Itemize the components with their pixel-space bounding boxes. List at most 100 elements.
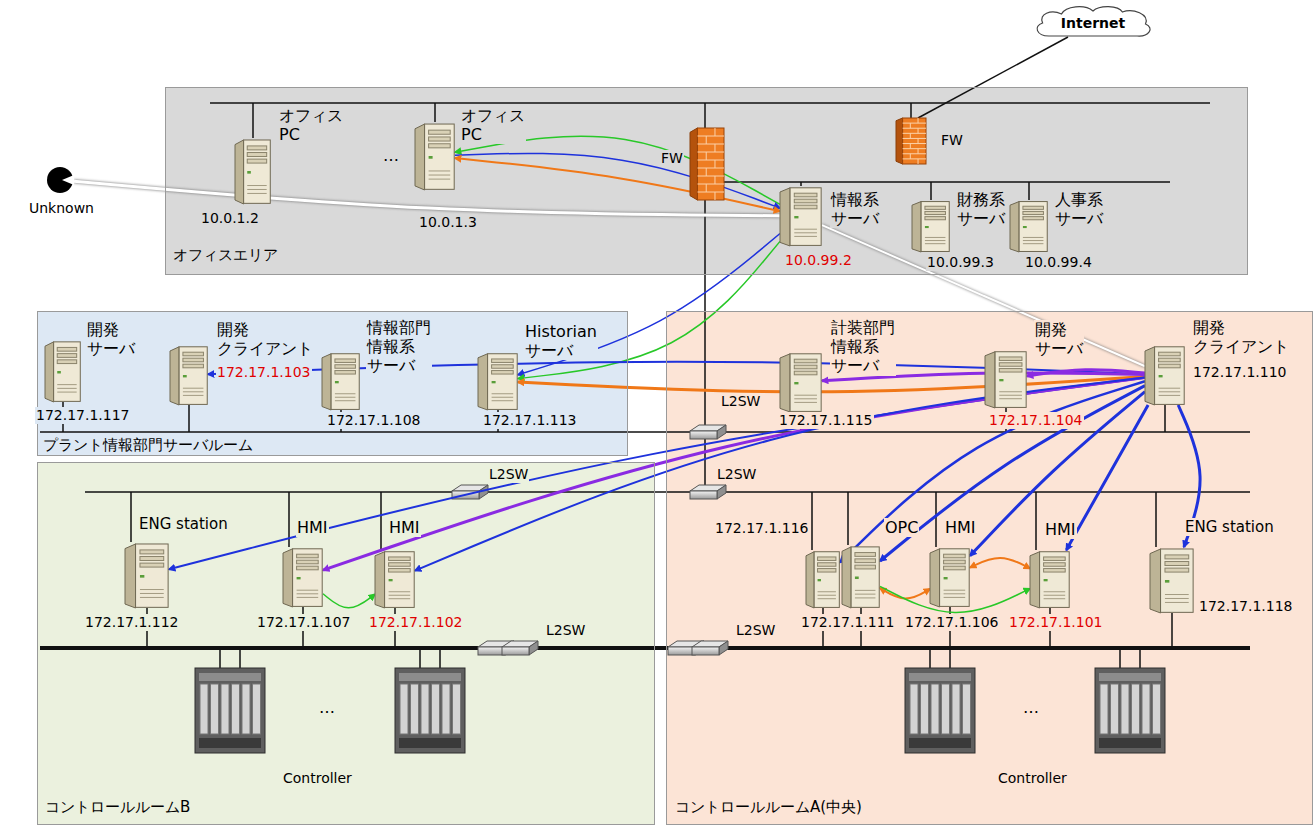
server-front — [54, 342, 81, 402]
text-slot: 開発 クライアント — [1192, 318, 1290, 356]
host-notch — [62, 175, 74, 185]
server-front — [385, 552, 415, 608]
server-side — [235, 140, 244, 204]
server-bay — [389, 557, 411, 560]
text-slot: ENG station — [1184, 518, 1275, 536]
server-vent — [944, 593, 966, 594]
server-side — [45, 342, 54, 402]
text-slot: L2SW — [488, 466, 529, 483]
server-vent — [297, 593, 319, 594]
server-vent — [1165, 602, 1189, 603]
server-bay — [389, 569, 411, 572]
unknown-host: Unknown — [46, 166, 74, 194]
server-side — [842, 547, 851, 608]
server-vent — [1159, 395, 1181, 396]
brick-line — [697, 144, 724, 145]
server-bay — [944, 560, 966, 564]
brick-line — [903, 138, 926, 139]
server-front — [940, 549, 970, 607]
brick-line — [714, 160, 715, 168]
brick-line — [714, 128, 715, 136]
firewall: FW — [690, 128, 724, 200]
server-side — [1150, 549, 1161, 613]
ip-address: 10.0.1.3 — [418, 214, 478, 231]
server-bay — [818, 557, 836, 560]
server-bay — [1044, 557, 1066, 560]
server-vent — [925, 237, 946, 238]
server-icon — [1010, 200, 1048, 252]
network-wire — [147, 607, 1172, 648]
server-vent — [140, 593, 164, 594]
server-node: 人事系 サーバ10.0.99.4 — [1010, 200, 1048, 252]
server-side — [912, 202, 921, 252]
server-vent — [794, 236, 817, 237]
text-slot: コントロールルームA(中央) — [674, 798, 863, 816]
switch-label: L2SW — [545, 622, 586, 639]
server-bay — [999, 357, 1022, 360]
server-icon — [806, 550, 840, 608]
node-label: ENG station — [1184, 518, 1275, 536]
server-bay — [183, 364, 204, 368]
server-front — [995, 352, 1026, 408]
server-bay — [57, 354, 76, 358]
controller-group — [195, 668, 1165, 753]
server-bay — [794, 365, 817, 369]
server-bay — [247, 159, 266, 163]
server-bay — [297, 560, 319, 564]
server-vent — [183, 395, 204, 396]
server-node: 開発 サーバ172.17.1.117 — [45, 340, 81, 402]
server-icon — [1145, 345, 1185, 405]
node-label: HMI — [388, 518, 421, 537]
server-bay — [818, 569, 836, 572]
server-bay — [1165, 555, 1189, 559]
server-side — [415, 124, 425, 190]
server-vent — [1044, 595, 1066, 596]
text-slot: 172.17.1.108 — [326, 412, 422, 429]
server-node: 情報部門 情報系 サーバ172.17.1.108 — [322, 352, 360, 410]
brick-line — [697, 136, 724, 137]
dot-icon — [46, 166, 74, 194]
zone-label: コントロールルームA(中央) — [674, 798, 863, 816]
network-wire — [85, 491, 1250, 493]
server-light — [389, 579, 393, 581]
server-vent — [140, 597, 164, 598]
ip-address: 172.17.1.101 — [1008, 614, 1104, 631]
server-vent — [794, 402, 817, 403]
node-label: 人事系 サーバ — [1054, 190, 1104, 228]
network-wire — [210, 102, 1210, 104]
brick-line — [706, 136, 707, 144]
server-front — [1019, 202, 1047, 252]
node-label: 計装部門 情報系 サーバ — [830, 318, 896, 376]
server-light — [492, 381, 496, 383]
server-icon — [1030, 550, 1070, 608]
switch-group — [692, 641, 728, 655]
ip-address: 10.0.99.3 — [926, 254, 995, 271]
server-vent — [925, 240, 946, 241]
ip-address: 172.17.1.115 — [778, 412, 874, 429]
text-slot: HMI — [296, 518, 329, 537]
server-icon — [45, 340, 81, 402]
text-slot: 172.17.1.103 — [216, 364, 312, 381]
server-light — [247, 171, 251, 174]
text-slot: 172.17.1.102 — [368, 614, 464, 631]
controller-group — [1095, 668, 1165, 753]
server-icon — [842, 545, 880, 608]
server-vent — [1159, 388, 1181, 389]
connector — [455, 158, 780, 211]
text-slot: 172.17.1.112 — [84, 614, 180, 631]
text-slot: 情報系 サーバ — [830, 190, 880, 228]
brick-line — [903, 128, 926, 129]
room-fill — [165, 87, 1248, 275]
server-vent — [818, 595, 836, 596]
opc-node: 172.17.1.116 — [806, 550, 840, 608]
ip-address: 172.17.1.103 — [216, 364, 312, 381]
server-bay — [1165, 562, 1189, 566]
ip-address: 172.17.1.102 — [368, 614, 464, 631]
server-vent — [429, 175, 451, 176]
server-light — [999, 379, 1003, 381]
controller-group — [395, 668, 465, 753]
brick-line — [697, 176, 724, 177]
